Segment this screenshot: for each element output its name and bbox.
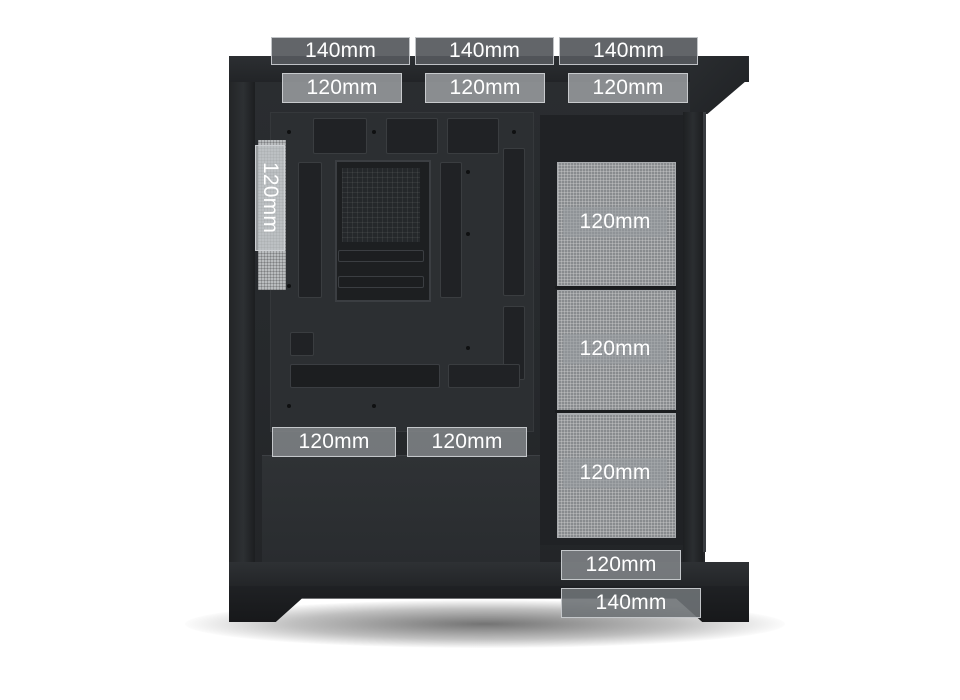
top-fan-140-label: 140mm	[271, 37, 410, 65]
standoff	[372, 404, 376, 408]
tray-cutout	[386, 118, 438, 154]
bottom-fan-120-label: 120mm	[561, 550, 681, 580]
tray-slot	[290, 364, 440, 388]
standoff	[287, 404, 291, 408]
cpu-backplate-mesh	[342, 168, 420, 242]
rear-fan-120-label: 120mm	[255, 145, 285, 251]
top-fan-140-label: 140mm	[559, 37, 698, 65]
standoff	[287, 284, 291, 288]
tray-cutout	[448, 364, 520, 388]
side-fan-120-label: 120mm	[563, 207, 667, 237]
tray-cutout	[440, 162, 462, 298]
tray-slot	[338, 276, 424, 288]
tray-cutout	[447, 118, 499, 154]
standoff	[287, 130, 291, 134]
standoff	[466, 170, 470, 174]
top-fan-140-label: 140mm	[415, 37, 554, 65]
psu-shroud	[262, 455, 540, 562]
tray-cutout	[313, 118, 367, 154]
tray-cutout	[290, 332, 314, 356]
fan-divider	[555, 286, 676, 289]
glass-panel-edge	[703, 112, 706, 552]
top-fan-120-label: 120mm	[425, 73, 545, 103]
bottom-fan-140-label: 140mm	[561, 588, 701, 618]
standoff	[466, 232, 470, 236]
standoff	[372, 130, 376, 134]
top-fan-120-label: 120mm	[568, 73, 688, 103]
cable-grommet	[503, 148, 525, 296]
case-front-pillar	[683, 112, 703, 562]
shroud-fan-120-label: 120mm	[272, 427, 396, 457]
top-fan-120-label: 120mm	[282, 73, 402, 103]
case-top-corner	[690, 56, 748, 114]
standoff	[512, 130, 516, 134]
side-fan-120-label: 120mm	[563, 458, 667, 488]
fan-divider	[555, 410, 676, 413]
side-fan-120-label: 120mm	[563, 334, 667, 364]
shroud-fan-120-label: 120mm	[407, 427, 527, 457]
tray-cutout	[298, 162, 322, 298]
case-rear-wall	[229, 56, 255, 622]
tray-slot	[338, 250, 424, 262]
standoff	[466, 346, 470, 350]
